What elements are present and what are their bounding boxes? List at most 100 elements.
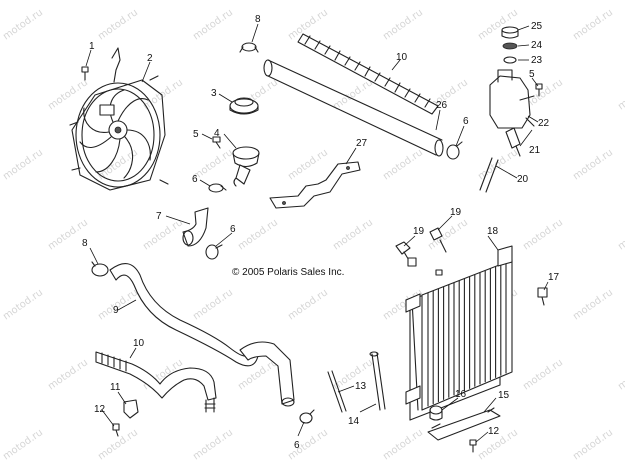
callout-6-middle: 6 (230, 224, 236, 235)
watermark-text: motod.ru (616, 357, 625, 392)
rod-13 (327, 370, 347, 413)
watermark-text: motod.ru (331, 217, 375, 252)
callout-6-bottom: 6 (294, 440, 300, 451)
radiator (405, 245, 513, 421)
watermark-text: motod.ru (1, 147, 45, 182)
watermark-text: motod.ru (236, 217, 280, 252)
clamp-6-right (446, 141, 463, 160)
watermark-text: motod.ru (191, 147, 235, 182)
watermark-text: motod.ru (381, 147, 425, 182)
watermark-text: motod.ru (286, 287, 330, 322)
hose-7 (182, 207, 209, 247)
watermark-text: motod.ru (1, 287, 45, 322)
watermark-text: motod.ru (1, 427, 45, 462)
watermark-text: motod.ru (521, 217, 565, 252)
callout-labels: 1 2 3 4 5 5 6 6 6 6 7 8 8 9 10 10 11 12 … (82, 14, 560, 451)
watermark-text: motod.ru (46, 357, 90, 392)
clamp-8-top (239, 42, 259, 53)
callout-25: 25 (531, 21, 543, 32)
hose-fitting (505, 127, 521, 157)
callout-19-left: 19 (413, 226, 425, 237)
callout-10-top: 10 (396, 52, 408, 63)
overflow-hose (479, 157, 499, 193)
clamp-8-lower (91, 261, 109, 277)
watermark-text: motod.ru (141, 217, 185, 252)
callout-5-right: 5 (529, 69, 535, 80)
callout-20: 20 (517, 174, 529, 185)
long-bolt-14 (369, 351, 386, 411)
watermark-text: motod.ru (46, 77, 90, 112)
callout-11: 11 (110, 382, 121, 393)
bolt-19-right (429, 227, 447, 253)
coolant-tube (263, 33, 444, 157)
watermark-text: motod.ru (191, 287, 235, 322)
hose-10-lower (95, 351, 217, 413)
clamp-6-bottom (299, 409, 315, 424)
grommet-16 (429, 405, 443, 421)
watermark-text: motod.ru (381, 427, 425, 462)
callout-14: 14 (348, 416, 360, 427)
callout-12-left: 12 (94, 404, 106, 415)
bracket-15 (427, 407, 501, 441)
callout-9: 9 (113, 305, 119, 316)
watermark-text: motod.ru (191, 7, 235, 42)
watermark-text: motod.ru (476, 147, 520, 182)
callout-22: 22 (538, 118, 550, 129)
bolt-17 (537, 287, 548, 306)
callout-26: 26 (436, 100, 448, 111)
callout-24: 24 (531, 40, 543, 51)
callout-5-left: 5 (193, 129, 199, 140)
watermark-text: motod.ru (1, 7, 45, 42)
screw-12-right (469, 439, 477, 453)
callout-4: 4 (214, 128, 220, 139)
watermark-text: motod.ru (96, 427, 140, 462)
watermark-text: motod.ru (571, 147, 615, 182)
watermark-text: motod.ru (96, 7, 140, 42)
coolant-reservoir (489, 69, 535, 129)
hose-9 (109, 263, 295, 407)
callout-17: 17 (548, 272, 560, 283)
radiator-cap (229, 97, 259, 115)
callout-10-lower: 10 (133, 338, 145, 349)
callout-6-right: 6 (463, 116, 469, 127)
watermark-text: motod.ru (381, 7, 425, 42)
callout-23: 23 (531, 55, 543, 66)
callout-21: 21 (529, 145, 541, 156)
screw-1 (81, 66, 89, 81)
screw-12-left (112, 423, 120, 437)
mounting-bracket (269, 161, 361, 209)
radiator-fins (427, 262, 507, 407)
callout-6-upper: 6 (192, 174, 198, 185)
watermark-text: motod.ru (616, 217, 625, 252)
watermark-text: motod.ru (571, 427, 615, 462)
callout-8-top: 8 (255, 14, 261, 25)
callout-18: 18 (487, 226, 499, 237)
copyright-notice: © 2005 Polaris Sales Inc. (232, 267, 344, 278)
watermark-text: motod.ru (191, 427, 235, 462)
clamp-11 (123, 399, 139, 419)
reservoir-cap-stack (501, 26, 519, 64)
callout-16: 16 (455, 389, 467, 400)
bolt-5-left (212, 136, 221, 149)
watermark-text: motod.ru (286, 427, 330, 462)
callout-3: 3 (211, 88, 217, 99)
watermark-text: motod.ru (571, 7, 615, 42)
callout-27: 27 (356, 138, 368, 149)
callout-12-right: 12 (488, 426, 500, 437)
callout-8-lower: 8 (82, 238, 88, 249)
cooling-fan-assembly (69, 47, 169, 191)
filler-neck (232, 146, 260, 187)
watermark-text: motod.ru (616, 77, 625, 112)
callout-7: 7 (156, 211, 162, 222)
callout-2: 2 (147, 53, 153, 64)
callout-19-right: 19 (450, 207, 462, 218)
callout-1: 1 (89, 41, 95, 52)
watermark-text: motod.ru (521, 357, 565, 392)
watermark-text: motod.ru (286, 147, 330, 182)
leader-lines (85, 23, 549, 443)
clamp-6-upper (208, 183, 227, 193)
bolt-5-right (535, 83, 543, 97)
watermark-text: motod.ru (571, 287, 615, 322)
